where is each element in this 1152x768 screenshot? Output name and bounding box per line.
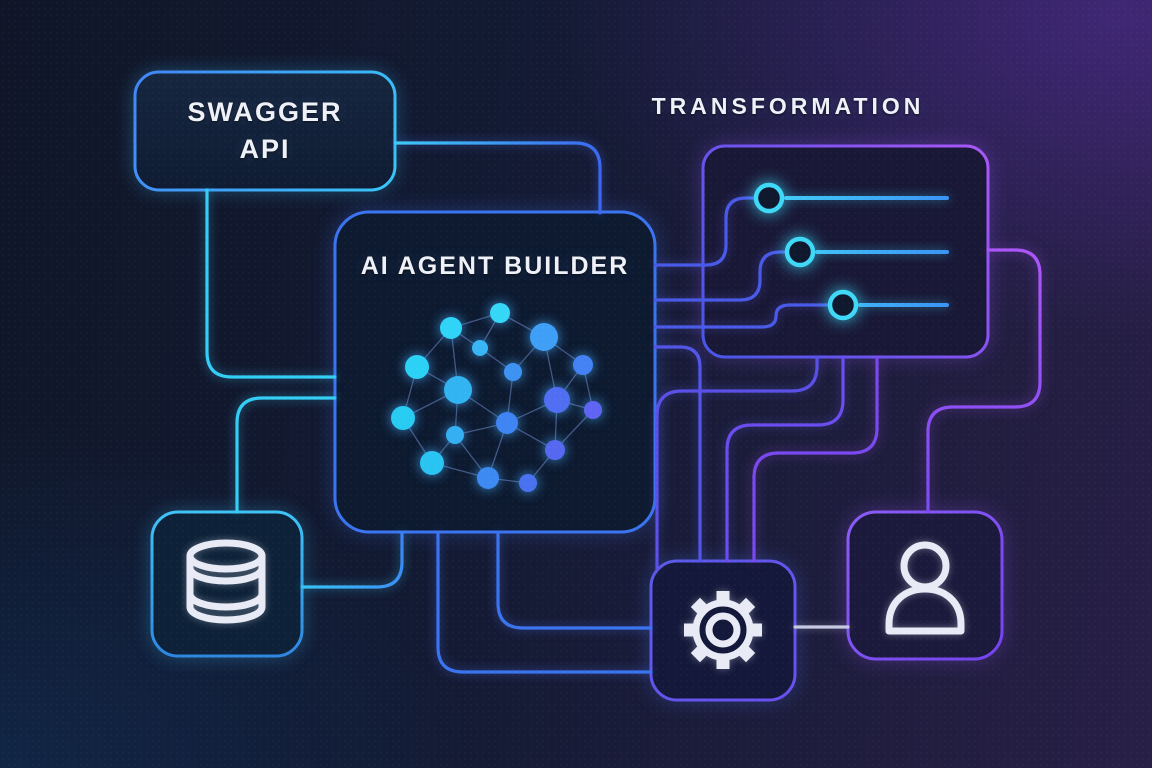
slider-knob-3	[827, 289, 859, 321]
connector-ai-to-slider-1	[653, 196, 757, 267]
swagger-api-box	[133, 70, 397, 192]
connector-panel-to-user-top	[926, 248, 1042, 514]
connector-ai-to-slider-3	[653, 303, 831, 329]
swagger-api-label: SWAGGER API	[135, 72, 395, 190]
transformation-sliders	[753, 182, 949, 321]
slider-knob-2	[784, 236, 816, 268]
slider-knob-1	[753, 182, 785, 214]
database-icon	[186, 539, 266, 624]
connector-ai-to-gear-left-upper	[496, 531, 653, 630]
swagger-api-label-line1: SWAGGER	[187, 97, 343, 127]
connector-ai-to-database-top	[235, 396, 337, 514]
neural-network-icon	[391, 303, 602, 492]
connector-panel-to-gear-corner	[655, 355, 819, 571]
gear-icon	[684, 591, 762, 669]
connector-ai-to-gear-top-1	[653, 345, 702, 563]
connector-swagger-to-ai-top	[393, 141, 602, 215]
transformation-title: TRANSFORMATION	[651, 93, 925, 119]
ai-agent-builder-title: AI AGENT BUILDER	[360, 252, 630, 280]
user-icon	[885, 541, 965, 635]
connector-ai-to-slider-2	[653, 250, 788, 302]
connector-swagger-to-ai-left	[205, 188, 337, 379]
connector-ai-to-database-right	[300, 531, 404, 589]
connector-ai-to-gear-left-lower	[436, 531, 653, 674]
swagger-api-label-line2: API	[239, 134, 291, 164]
connector-panel-to-gear-top-2	[725, 355, 845, 563]
connector-panel-to-gear-top-3	[752, 355, 879, 563]
ai-agent-builder-box	[333, 210, 657, 534]
